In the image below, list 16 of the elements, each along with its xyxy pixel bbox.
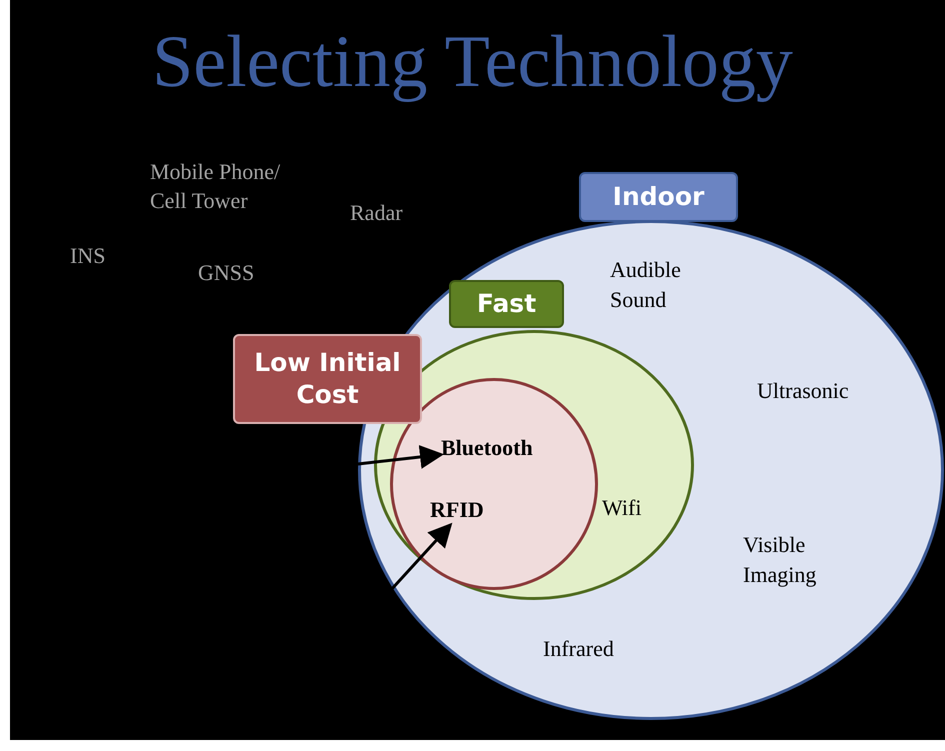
technology-label: Radar xyxy=(350,199,403,227)
technology-label: Mobile Phone/ Cell Tower xyxy=(150,158,282,215)
technology-label: INS xyxy=(70,242,106,270)
technology-label: Visible Imaging xyxy=(743,531,818,589)
title: Selecting Technology xyxy=(151,20,794,105)
technology-label: Audible Sound xyxy=(610,256,682,314)
technology-label: Ultrasonic xyxy=(757,377,850,405)
arrow xyxy=(358,445,444,469)
technology-label: Infrared xyxy=(543,635,615,663)
category-tab: Indoor xyxy=(579,172,738,222)
technology-label: Bluetooth xyxy=(441,434,533,462)
arrow xyxy=(388,522,452,592)
category-tab: Low Initial Cost xyxy=(233,334,422,424)
technology-label: RFID xyxy=(430,496,484,524)
technology-label: GNSS xyxy=(198,259,254,287)
technology-label: Wifi xyxy=(602,494,642,522)
